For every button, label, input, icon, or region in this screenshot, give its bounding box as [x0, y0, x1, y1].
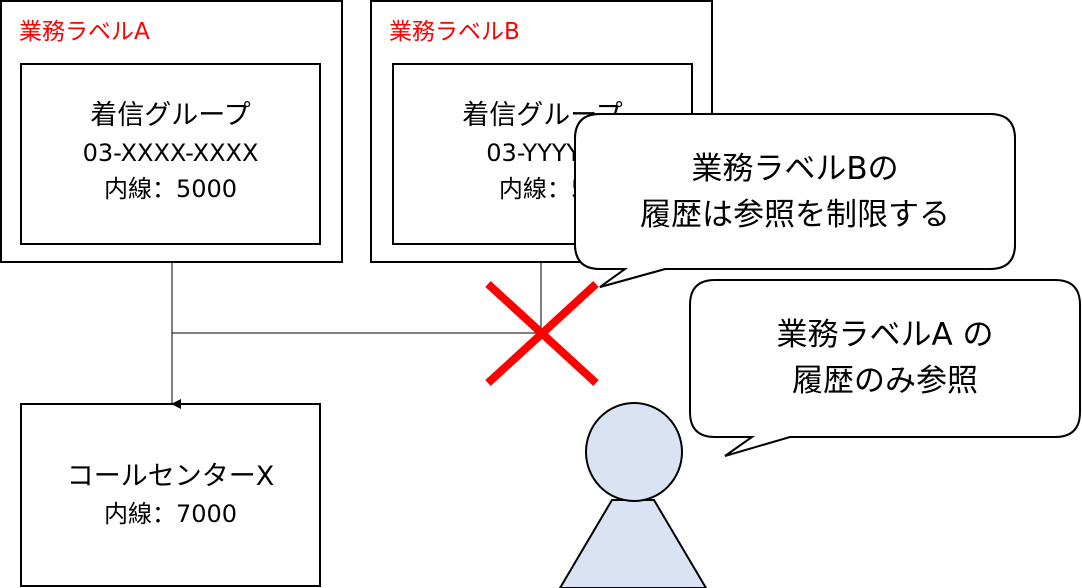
speech-bubble-only-a	[689, 279, 1081, 457]
call-center-extension: 内線：7000	[103, 500, 238, 528]
bubble-only-a-line2: 履歴のみ参照	[792, 363, 978, 399]
bubble-restrict-line2: 履歴は参照を制限する	[640, 197, 950, 233]
bubble-restrict-line1: 業務ラベルBの	[691, 151, 899, 187]
group-b-extension: 内線：5	[498, 175, 587, 203]
label-a-title: 業務ラベルA	[19, 19, 150, 45]
call-center-box	[20, 403, 321, 587]
group-a-box	[20, 63, 321, 245]
group-a-text: 着信グループ 03-XXXX-XXXX 内線：5000	[21, 97, 320, 207]
group-a-title: 着信グループ	[90, 100, 251, 131]
bubble-only-a-line1: 業務ラベルA の	[776, 317, 994, 353]
call-center-name: コールセンターX	[66, 461, 275, 492]
bubble-restrict-text: 業務ラベルBの 履歴は参照を制限する	[575, 146, 1015, 238]
group-a-number: 03-XXXX-XXXX	[82, 139, 259, 167]
bubble-only-a-text: 業務ラベルA の 履歴のみ参照	[690, 312, 1080, 404]
call-center-text: コールセンターX 内線：7000	[21, 458, 320, 532]
group-a-extension: 内線：5000	[103, 175, 238, 203]
label-b-title: 業務ラベルB	[389, 19, 520, 45]
person-icon	[558, 402, 708, 588]
red-x-icon	[485, 281, 599, 386]
